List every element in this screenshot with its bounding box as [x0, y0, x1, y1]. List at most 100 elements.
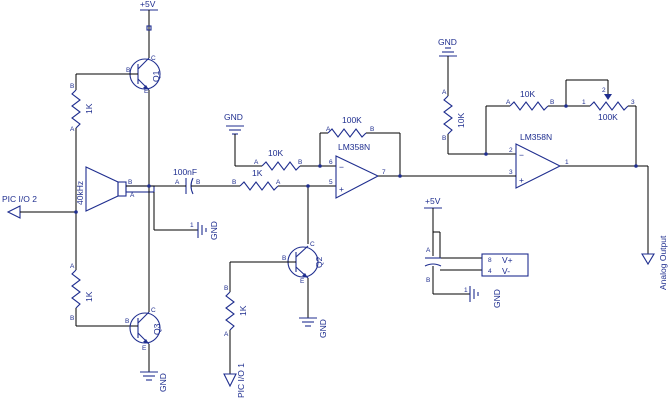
ground-transducer	[197, 222, 207, 238]
opamp1-label: LM358N	[338, 142, 370, 152]
pot-pin1: 1	[582, 99, 586, 106]
resistor-10k-b	[484, 101, 580, 156]
pot-label: 100K	[598, 112, 618, 122]
vcc-top-symbol	[140, 9, 158, 32]
potentiometer-100k	[564, 79, 637, 166]
resistor-10k-c	[443, 95, 516, 155]
transistor-q2	[230, 245, 319, 318]
q1-pin-b: B	[126, 67, 130, 74]
transistor-q3	[129, 294, 161, 372]
vcc-right-symbol	[424, 207, 482, 259]
pin4-label: 4	[488, 268, 492, 275]
r1k-mid-pin-a: A	[276, 179, 281, 186]
vcc-top-label: +5V	[140, 0, 156, 9]
ground-supply	[469, 286, 479, 302]
cap-pin-a: A	[175, 179, 180, 186]
pic-io2-port	[6, 170, 78, 270]
resistor-1k-q2	[223, 262, 237, 388]
r10k-b-label: 10K	[520, 89, 535, 99]
q1-label: Q1	[151, 70, 161, 82]
transistor-q1	[76, 32, 161, 186]
r10k-c-pin-b: B	[442, 135, 446, 142]
xducer-pin-b: B	[128, 179, 132, 186]
q1-pin-e: E	[144, 88, 149, 95]
r1k-bot-pin-b: B	[70, 315, 74, 322]
q2-label: Q2	[314, 256, 324, 268]
opamp-2	[420, 143, 655, 266]
q3-pin-b: B	[125, 318, 129, 325]
gnd-q2-label: GND	[318, 319, 328, 338]
opamp2-pin2: 2	[509, 147, 513, 154]
capsup-pin-a: A	[426, 247, 431, 254]
r1k-mid-pin-b: B	[232, 179, 236, 186]
cap-label: 100nF	[173, 167, 197, 177]
r1k-bottom-label: 1K	[84, 291, 94, 302]
r1k-q2-label: 1K	[238, 305, 248, 316]
q3-pin-c: C	[151, 307, 156, 314]
opamp2-plus: +	[519, 175, 524, 185]
transducer-label: 40kHz	[75, 181, 85, 205]
r1k-top-label: 1K	[84, 103, 94, 114]
pic-io1-label: PIC I/O 1	[236, 363, 246, 398]
capacitor-supply	[424, 257, 482, 295]
resistor-100k-feedback	[318, 128, 401, 176]
r10k-a-pin-a: A	[254, 159, 259, 166]
opamp1-pin7: 7	[382, 169, 386, 176]
resistor-1k-mid	[236, 181, 336, 191]
xducer-pin-a: A	[130, 192, 135, 199]
ground-q3	[140, 371, 158, 381]
r100k-pin-b: B	[370, 126, 374, 133]
q2-pin-c: C	[310, 241, 315, 248]
pin8-label: 8	[488, 257, 492, 264]
gnd-right-label: GND	[492, 289, 502, 308]
r1k-q2-pin-b: B	[224, 285, 228, 292]
q2-pin-e: E	[300, 278, 305, 285]
resistor-1k-top	[71, 74, 81, 170]
ultrasonic-transducer	[85, 166, 198, 294]
resistor-10k-a	[258, 161, 336, 171]
opamp1-minus: −	[339, 162, 344, 172]
r10k-c-pin-a: A	[442, 89, 447, 96]
q2-pin-b: B	[282, 255, 286, 262]
capacitor-100nf	[178, 177, 236, 195]
vplus-label: V+	[502, 255, 513, 265]
pot-pin2: 2	[602, 87, 606, 94]
gnd-q3-label: GND	[158, 373, 168, 392]
r1k-top-pin-b: B	[70, 83, 74, 90]
pot-pin3: 3	[631, 99, 635, 106]
opamp1-pin5: 5	[329, 179, 333, 186]
capsup-pin-b: B	[426, 277, 430, 284]
vminus-label: V-	[502, 266, 510, 276]
opamp-1	[335, 155, 420, 199]
opamp-power-pins	[481, 253, 529, 277]
gnd-c2-pin: 1	[190, 222, 194, 229]
gnd-top-label: GND	[438, 37, 457, 47]
q1-pin-c: C	[151, 55, 156, 62]
opamp1-pin6: 6	[329, 159, 333, 166]
opamp2-label: LM358N	[520, 132, 552, 142]
ground-opamp1	[226, 125, 258, 167]
cap-pin-b: B	[196, 179, 200, 186]
q3-label: Q3	[152, 323, 162, 335]
ground-q2	[299, 317, 317, 327]
opamp2-pin3: 3	[509, 169, 513, 176]
vcc-right-label: +5V	[425, 196, 441, 206]
r1k-top-pin-a: A	[70, 126, 75, 133]
r10k-b-pin-b: B	[550, 99, 554, 106]
opamp2-pin1: 1	[565, 159, 569, 166]
r10k-a-pin-b: B	[298, 159, 302, 166]
r1k-q2-pin-a: A	[224, 331, 229, 338]
r100k-a-label: 100K	[342, 115, 362, 125]
resistor-1k-bottom	[71, 269, 132, 327]
r10k-c-label: 10K	[456, 113, 466, 128]
r100k-pin-a: A	[326, 126, 331, 133]
opamp2-minus: −	[519, 150, 524, 160]
r10k-a-label: 10K	[268, 148, 283, 158]
q3-pin-e: E	[142, 345, 147, 352]
gndsup-pin: 1	[464, 287, 468, 294]
pic-io2-label: PIC I/O 2	[2, 194, 37, 204]
r10k-b-pin-a: A	[506, 99, 511, 106]
r1k-bot-pin-a: A	[70, 263, 75, 270]
